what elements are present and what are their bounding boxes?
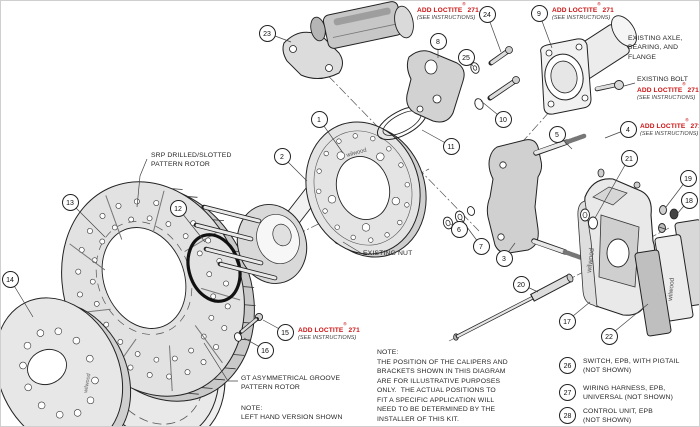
label-existing-bolt: EXISTING BOLT <box>637 76 688 83</box>
existing-bolt-drawing <box>614 80 624 90</box>
callout-10: 10 <box>494 110 512 128</box>
bracket-radial-drawing <box>486 133 587 261</box>
label-left-hand-note: NOTE: LEFT HAND VERSION SHOWN <box>241 405 343 422</box>
epb-caliper-assembly-drawing <box>282 1 414 79</box>
callout-15: 15 <box>276 323 294 341</box>
label-main-note: NOTE: THE POSITION OF THE CALIPERS AND B… <box>377 349 508 423</box>
callout-26: 26 <box>559 357 576 374</box>
o-ring-drawing <box>186 233 242 303</box>
brake-pads-drawing: wilwood <box>634 219 699 337</box>
callout-7: 7 <box>472 237 490 255</box>
label-srp-rotor: SRP DRILLED/SLOTTED PATTERN ROTOR <box>151 152 232 169</box>
callout-8: 8 <box>429 32 447 50</box>
label-leaders <box>136 82 636 382</box>
brand-text-rotor: wilwood <box>83 373 92 394</box>
rotor-hat-drawing: wilwood <box>305 121 427 258</box>
loctite-note-2: ADD LOCTITE® 271 (SEE INSTRUCTIONS) <box>552 1 614 21</box>
callout-3: 3 <box>495 249 513 267</box>
callout-17: 17 <box>558 312 576 330</box>
callout-25: 25 <box>457 48 475 66</box>
callout-24: 24 <box>478 5 496 23</box>
mounting-bolts-drawing <box>470 46 520 110</box>
callout-28: 28 <box>559 407 576 424</box>
callout-18: 18 <box>680 191 698 209</box>
callout-20: 20 <box>512 275 530 293</box>
washers-drawing <box>442 206 476 230</box>
callout-27: 27 <box>559 384 576 401</box>
caliper-drawing: wilwood <box>577 168 679 316</box>
rotor-bolt-drawing <box>234 312 264 342</box>
callout-4: 4 <box>619 120 637 138</box>
callout-9: 9 <box>530 4 548 22</box>
callout-11: 11 <box>442 137 460 155</box>
brand-text-caliper: wilwood <box>586 248 596 275</box>
callout-14: 14 <box>1 270 19 288</box>
callout-5: 5 <box>548 125 566 143</box>
bracket-upper-drawing <box>406 50 465 123</box>
guide-pin-drawing <box>453 273 574 341</box>
brand-text-pad: wilwood <box>667 277 676 302</box>
label-existing-nut: EXISTING NUT <box>363 250 413 257</box>
callout-2: 2 <box>273 147 291 165</box>
loctite-note-1: ADD LOCTITE® 271 (SEE INSTRUCTIONS) <box>417 1 479 21</box>
loctite-note-4: ADD LOCTITE® 271 (SEE INSTRUCTIONS) <box>640 117 699 137</box>
callout-13: 13 <box>61 193 79 211</box>
existing-bolt-loctite-note: EXISTING BOLT ADD LOCTITE® 271 (SEE INST… <box>637 76 699 101</box>
callout-21: 21 <box>620 149 638 167</box>
callout-6: 6 <box>450 220 468 238</box>
callout-1: 1 <box>310 110 328 128</box>
label-gt-rotor: GT ASYMMETRICAL GROOVE PATTERN ROTOR <box>241 375 341 392</box>
loctite-note-5: ADD LOCTITE® 271 (SEE INSTRUCTIONS) <box>298 321 360 341</box>
axle-flange-drawing <box>540 15 637 115</box>
callout-12: 12 <box>169 199 187 217</box>
callout-16: 16 <box>256 341 274 359</box>
brand-text-hat: wilwood <box>345 147 367 159</box>
rotor-left-drawing: wilwood <box>1 297 132 426</box>
callout-19: 19 <box>679 169 697 187</box>
callout-23: 23 <box>258 24 276 42</box>
callout-22: 22 <box>600 327 618 345</box>
label-existing-axle: EXISTING AXLE, BEARING, AND FLANGE <box>628 35 683 61</box>
